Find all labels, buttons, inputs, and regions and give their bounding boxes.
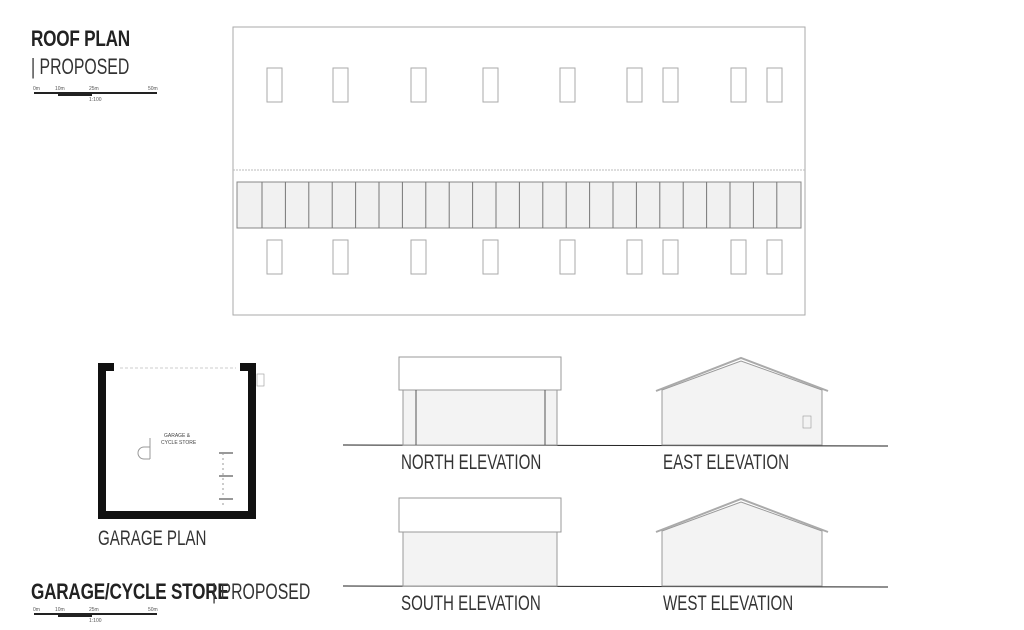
- footer-title: GARAGE/CYCLE STORE: [31, 579, 229, 604]
- room-label: CYCLE STORE: [161, 440, 197, 446]
- roof-plan-title: ROOF PLAN: [31, 26, 130, 51]
- scale-tick: 50m: [148, 607, 158, 613]
- roof-scale-bar: 0m 10m 25m 50m 1:100: [33, 86, 158, 103]
- south-elevation: [398, 497, 562, 587]
- scale-tick: 10m: [55, 86, 65, 92]
- rooflight: [410, 67, 427, 103]
- rooflight: [410, 239, 427, 275]
- east-elevation-label: EAST ELEVATION: [663, 451, 790, 474]
- scale-tick: 25m: [89, 86, 99, 92]
- scale-tick: 0m: [33, 607, 40, 613]
- scale-ratio: 1:100: [89, 618, 102, 624]
- garage-plan-title: GARAGE PLAN: [98, 527, 207, 550]
- rooflight: [766, 67, 783, 103]
- north-elevation-label: NORTH ELEVATION: [401, 451, 542, 474]
- rooflight: [626, 239, 643, 275]
- rooflight: [559, 239, 576, 275]
- rooflight: [730, 67, 747, 103]
- rooflight: [332, 67, 349, 103]
- room-label: GARAGE &: [164, 433, 191, 439]
- scale-ratio: 1:100: [89, 97, 102, 103]
- scale-tick: 0m: [33, 86, 40, 92]
- rooflight: [559, 67, 576, 103]
- scale-tick: 50m: [148, 86, 158, 92]
- footer-subtitle: | PROPOSED: [212, 579, 311, 604]
- garage-scale-bar: 0m 10m 25m 50m 1:100: [33, 607, 158, 624]
- north-elevation: [398, 356, 562, 446]
- rooflight: [332, 239, 349, 275]
- west-elevation: [655, 497, 829, 587]
- east-elevation: [655, 356, 829, 446]
- scale-tick: 25m: [89, 607, 99, 613]
- rooflight: [626, 67, 643, 103]
- scale-tick: 10m: [55, 607, 65, 613]
- elevations-drawing: [342, 356, 889, 588]
- west-elevation-label: WEST ELEVATION: [663, 592, 794, 615]
- rooflight: [662, 239, 679, 275]
- door-swing-icon: [137, 438, 151, 460]
- rooflight: [766, 239, 783, 275]
- rooflight: [482, 67, 499, 103]
- south-elevation-label: SOUTH ELEVATION: [401, 592, 541, 615]
- rooflight: [482, 239, 499, 275]
- roof-plan-drawing: [232, 26, 806, 316]
- rooflight: [730, 239, 747, 275]
- rooflight: [266, 67, 283, 103]
- rooflight: [662, 67, 679, 103]
- rooflight: [266, 239, 283, 275]
- roof-plan-subtitle: | PROPOSED: [31, 54, 130, 79]
- garage-plan-drawing: GARAGE & CYCLE STORE: [98, 363, 265, 519]
